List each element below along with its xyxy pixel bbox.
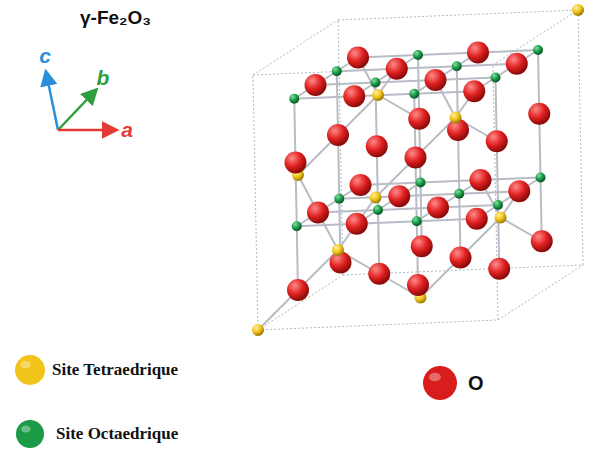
octahedral-iron-atom (412, 216, 422, 226)
axis-label: c (39, 44, 51, 67)
oxygen-atom (488, 258, 510, 280)
tetrahedral-iron-atom (572, 4, 584, 16)
oxygen-atom (366, 135, 388, 157)
octahedral-iron-atom (373, 205, 383, 215)
octahedral-iron-atom (536, 173, 546, 183)
oxygen-atom (346, 213, 368, 235)
oxygen-atom (405, 147, 427, 169)
octahedral-iron-atom (416, 178, 426, 188)
axis-arrow (58, 90, 96, 130)
bonds (258, 50, 542, 330)
tetrahedral-iron-atom (372, 89, 384, 101)
octahedral-iron-atom (371, 78, 381, 88)
legend-text: Site Tetraedrique (52, 361, 178, 380)
cell-edge (253, 20, 338, 75)
legend-text: Site Octaedrique (56, 425, 178, 444)
oxygen-atom (388, 185, 410, 207)
oxygen-atom (350, 174, 372, 196)
oxygen-atom (368, 263, 390, 285)
swatch-highlight (429, 373, 441, 382)
axis-arrow (46, 72, 58, 130)
oxygen-atom (531, 230, 553, 252)
oxygen-atom (327, 124, 349, 146)
legend-text: O (468, 372, 484, 394)
octahedral-iron-atom (289, 94, 299, 104)
oxygen-atom (467, 42, 489, 64)
oxygen-atom (528, 103, 550, 125)
octahedral-iron-atom (452, 61, 462, 71)
oxygen-atom (386, 58, 408, 80)
legend-swatch (423, 366, 457, 400)
oxygen-atom (285, 152, 307, 174)
oxygen-atom (411, 235, 433, 257)
axis-label: b (97, 66, 110, 89)
oxygen-atom (287, 279, 309, 301)
legend-swatch (16, 420, 44, 448)
octahedral-iron-atom (493, 200, 503, 210)
tetrahedral-iron-atom (252, 324, 264, 336)
oxygen-atom (343, 85, 365, 107)
tetrahedral-iron-atom (370, 192, 382, 204)
octahedral-iron-atom (491, 73, 501, 83)
cell-edge (258, 320, 498, 330)
unit-cell (253, 10, 583, 330)
title: γ-Fe₂O₃ (80, 8, 151, 29)
octahedral-iron-atom (454, 189, 464, 199)
oxygen-atom (427, 197, 449, 219)
octahedral-iron-atom (292, 221, 302, 231)
cell-edge (258, 275, 343, 330)
tetrahedral-iron-atom (332, 244, 344, 256)
oxygen-atom (463, 80, 485, 102)
octahedral-iron-atom (413, 50, 423, 60)
cell-edge (498, 265, 583, 320)
swatch-highlight (20, 361, 31, 369)
oxygen-atom (305, 74, 327, 96)
oxygen-atom (506, 53, 528, 75)
cell-edge (493, 10, 578, 65)
cell-edge (578, 10, 583, 265)
oxygen-atom (408, 108, 430, 130)
oxygen-atom (508, 180, 530, 202)
oxygen-atom (407, 274, 429, 296)
oxygen-atom (347, 47, 369, 69)
axis-label: a (121, 118, 133, 141)
cell-edge (253, 75, 258, 330)
tetrahedral-iron-atom (495, 212, 507, 224)
octahedral-iron-atom (533, 45, 543, 55)
axis-arrow (58, 129, 116, 132)
oxygen-atom (450, 247, 472, 269)
legend-swatch (15, 355, 45, 385)
cell-edge (338, 10, 578, 20)
oxygen-atom (425, 69, 447, 91)
atoms (252, 4, 584, 336)
cell-edge (338, 20, 343, 275)
swatch-highlight (21, 426, 31, 433)
octahedral-iron-atom (409, 89, 419, 99)
oxygen-atom (466, 208, 488, 230)
octahedral-iron-atom (332, 66, 342, 76)
oxygen-atom (470, 169, 492, 191)
octahedral-iron-atom (334, 194, 344, 204)
tetrahedral-iron-atom (450, 112, 462, 124)
oxygen-atom (307, 202, 329, 224)
oxygen-atom (486, 130, 508, 152)
